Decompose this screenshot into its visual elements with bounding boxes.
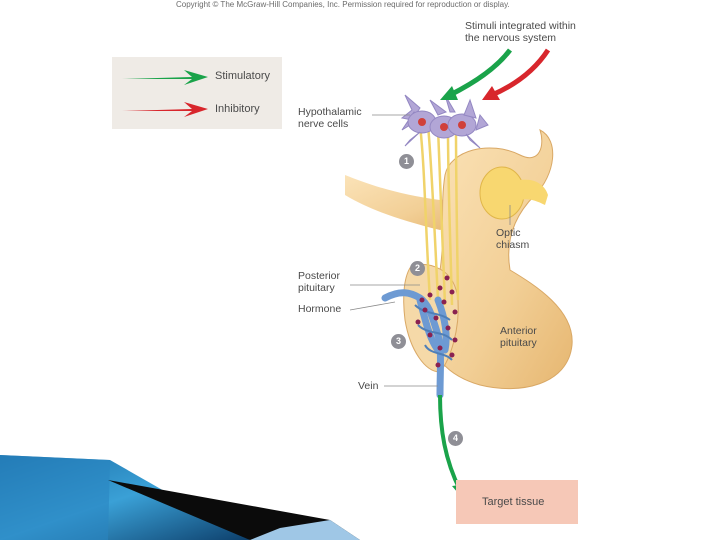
- hormone-molecules: [415, 275, 458, 368]
- slide-corner-shadow: [108, 480, 360, 540]
- target-tissue-label: Target tissue: [482, 496, 545, 508]
- optic-chiasm: [479, 166, 525, 220]
- stimulatory-stimulus-arrow: [448, 48, 512, 98]
- hypothalamic-nerve-cells-label: Hypothalamic nerve cells: [298, 106, 362, 130]
- neuron-nuclei: [418, 118, 466, 131]
- capillaries: [414, 304, 453, 361]
- posterior-pituitary-label: Posterior pituitary: [298, 270, 341, 294]
- target-tissue-box: Target tissue: [456, 480, 578, 524]
- stimuli-label: Stimuli integrated within the nervous sy…: [465, 20, 576, 44]
- step-marker-2: 2: [410, 261, 425, 276]
- step-marker-3: 3: [391, 334, 406, 349]
- hormone-to-target-arrow: [438, 394, 462, 491]
- stimulatory-legend-arrow: [122, 70, 208, 85]
- step-marker-4: 4: [448, 431, 463, 446]
- hormone-label: Hormone: [298, 303, 342, 315]
- legend-stimulatory-label: Stimulatory: [215, 70, 271, 82]
- hypothalamus-tissue: [345, 175, 470, 230]
- inhibitory-stimulus-arrow: [491, 48, 551, 98]
- optic-chiasm-label: Optic chiasm: [496, 227, 530, 251]
- legend: Stimulatory Inhibitory: [112, 57, 282, 129]
- inhibitory-legend-arrow: [122, 102, 208, 117]
- legend-inhibitory-label: Inhibitory: [215, 103, 260, 115]
- anterior-pituitary-label: Anterior pituitary: [500, 325, 537, 349]
- step-marker-1: 1: [399, 154, 414, 169]
- vein-label: Vein: [358, 380, 379, 392]
- leader-lines: [349, 114, 511, 387]
- legend-arrows: [122, 70, 208, 117]
- copyright-notice: Copyright © The McGraw-Hill Companies, I…: [176, 0, 510, 9]
- hypothalamic-neurons: [400, 94, 489, 149]
- neuron-axons: [418, 124, 460, 306]
